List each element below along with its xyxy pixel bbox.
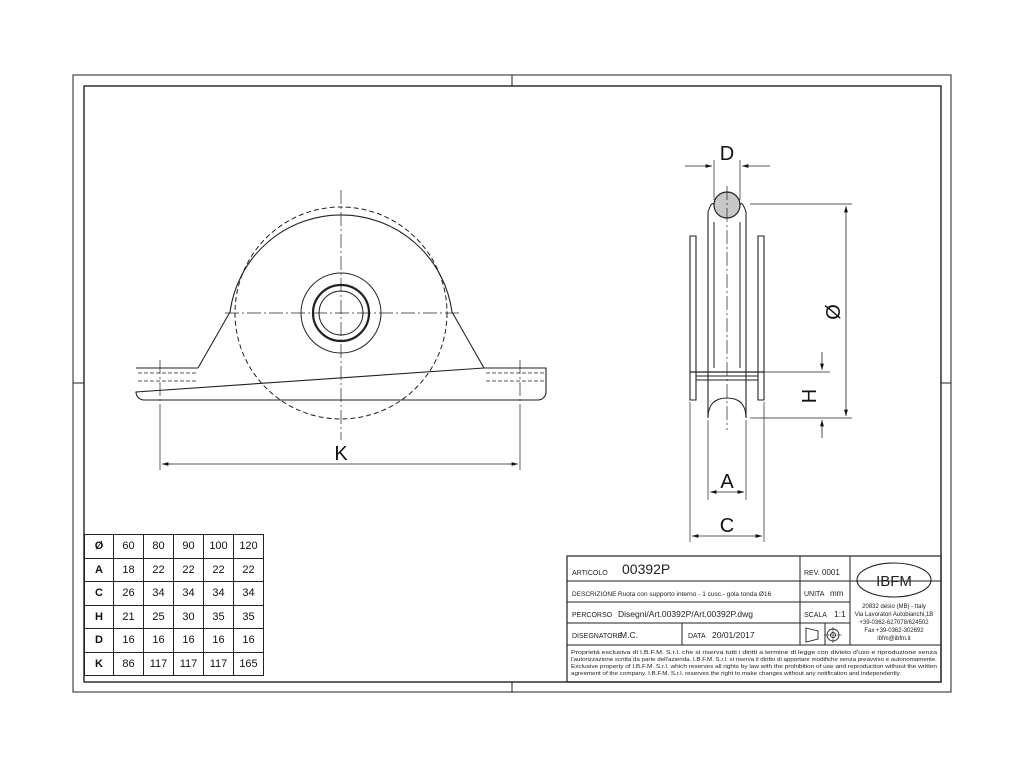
table-cell: 30: [173, 604, 204, 629]
table-cell: 120: [233, 534, 264, 559]
table-row: C 26 34 34 34 34: [84, 581, 264, 606]
table-cell: 117: [143, 651, 174, 676]
company-line-1: 20832 desio (MB) - Italy: [862, 604, 926, 610]
legal-line-1: Proprietà esclusiva di I.B.F.M. S.r.l. c…: [571, 650, 937, 656]
articolo-value: 00392P: [622, 561, 670, 577]
table-row: Ø 60 80 90 100 120: [84, 534, 264, 559]
dimension-k-label: K: [334, 443, 348, 465]
table-row: K 86 117 117 117 165: [84, 651, 264, 676]
rev-value: 0001: [822, 568, 840, 577]
table-cell: 21: [113, 604, 144, 629]
dimension-diameter-label: Ø: [823, 304, 845, 320]
table-cell: 22: [143, 557, 174, 582]
company-logo: IBFM: [876, 573, 912, 590]
disegnatore-label: DISEGNATORE: [572, 633, 623, 640]
table-row: D 16 16 16 16 16: [84, 628, 264, 653]
row-label: H: [84, 604, 114, 629]
table-cell: 34: [173, 581, 204, 606]
row-label: K: [84, 651, 114, 676]
descrizione-label: DESCRIZIONE: [572, 591, 617, 598]
scala-value: 1:1: [834, 609, 846, 619]
table-cell: 60: [113, 534, 144, 559]
row-label: A: [84, 557, 114, 582]
table-cell: 90: [173, 534, 204, 559]
table-cell: 22: [203, 557, 234, 582]
unita-label: UNITA: [804, 591, 825, 598]
table-cell: 117: [203, 651, 234, 676]
table-cell: 18: [113, 557, 144, 582]
data-value: 20/01/2017: [712, 630, 755, 640]
table-cell: 80: [143, 534, 174, 559]
table-cell: 26: [113, 581, 144, 606]
table-cell: 16: [113, 628, 144, 653]
table-cell: 35: [203, 604, 234, 629]
unita-value: mm: [830, 589, 844, 598]
table-cell: 100: [203, 534, 234, 559]
table-cell: 117: [173, 651, 204, 676]
dimension-table: Ø 60 80 90 100 120 A 18 22 22 22 22 C 26…: [84, 534, 264, 676]
table-cell: 16: [203, 628, 234, 653]
dimension-d-label: D: [720, 143, 734, 165]
scala-label: SCALA: [804, 612, 827, 619]
company-line-3: +39-0362-627078/624502: [859, 620, 929, 626]
data-label: DATA: [688, 633, 706, 640]
table-cell: 86: [113, 651, 144, 676]
table-cell: 34: [203, 581, 234, 606]
dimension-a-label: A: [720, 471, 734, 493]
table-cell: 16: [173, 628, 204, 653]
company-line-4: Fax +39-0362-302692: [864, 628, 924, 634]
descrizione-value: Ruota con supporto interno - 1 cusc.- go…: [618, 591, 772, 598]
table-cell: 16: [143, 628, 174, 653]
rev-label: REV.: [804, 570, 820, 577]
table-cell: 22: [173, 557, 204, 582]
percorso-value: Disegni/Art.00392P/Art.00392P.dwg: [618, 609, 753, 619]
row-label: D: [84, 628, 114, 653]
legal-line-3: Exclusive property of I.B.F.M. S.r.l. wh…: [571, 664, 937, 670]
dimension-c-label: C: [720, 515, 734, 537]
table-cell: 22: [233, 557, 264, 582]
table-cell: 25: [143, 604, 174, 629]
front-view: [135, 190, 547, 470]
table-cell: 34: [143, 581, 174, 606]
table-cell: 165: [233, 651, 264, 676]
table-cell: 16: [233, 628, 264, 653]
side-view: [685, 160, 852, 542]
sheet-frame: [72, 74, 952, 693]
articolo-label: ARTICOLO: [572, 570, 608, 577]
title-block: [566, 555, 942, 683]
table-row: A 18 22 22 22 22: [84, 557, 264, 582]
table-row: H 21 25 30 35 35: [84, 604, 264, 629]
disegnatore-value: M.C.: [620, 630, 638, 640]
table-cell: 35: [233, 604, 264, 629]
dimension-h-label: H: [799, 389, 821, 403]
legal-line-2: l'autorizzazione scritta da parte dell'a…: [571, 657, 937, 663]
company-line-5: ibfm@ibfm.it: [877, 636, 911, 642]
row-label: C: [84, 581, 114, 606]
table-cell: 34: [233, 581, 264, 606]
row-label: Ø: [84, 534, 114, 559]
legal-line-4: agreement of the company. I.B.F.M. S.r.l…: [571, 671, 901, 677]
percorso-label: PERCORSO: [572, 612, 613, 619]
company-line-2: Via Lavoratori Autobianchi,1B: [855, 612, 934, 618]
